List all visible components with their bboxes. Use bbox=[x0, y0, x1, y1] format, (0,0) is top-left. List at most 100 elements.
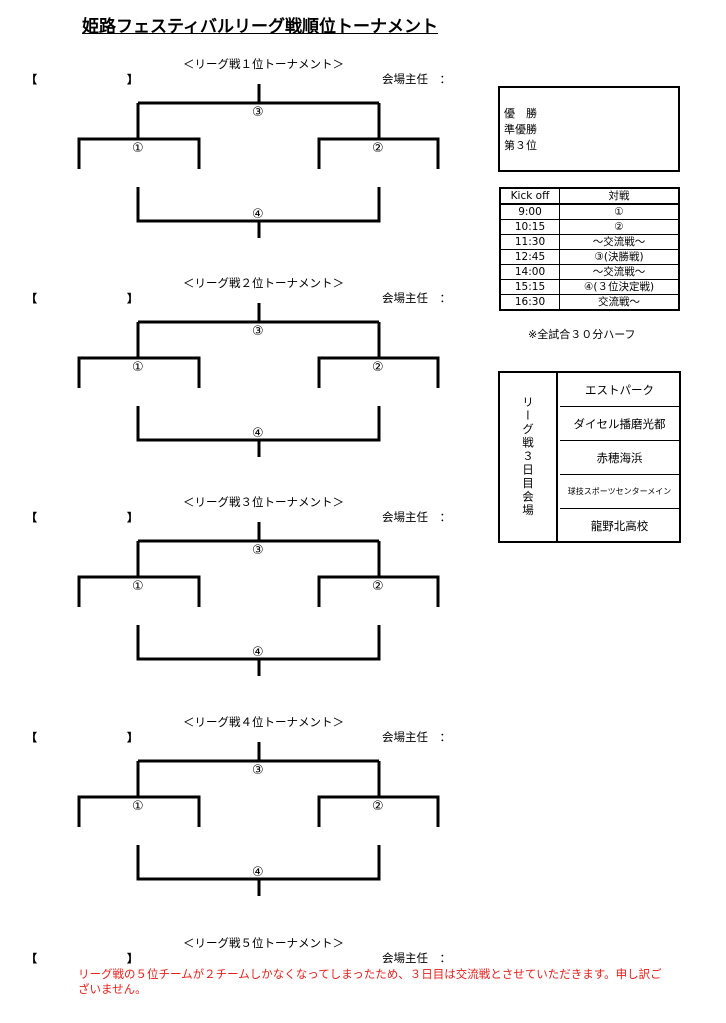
venue-item: 龍野北高校 bbox=[590, 519, 649, 533]
venue-table: リーグ戦３日目会場 エストパーク ダイセル播磨光都 赤穂海浜 球技スポーツセンタ… bbox=[498, 371, 681, 543]
bracket-lines bbox=[77, 303, 440, 457]
runner-up-label: 準優勝 bbox=[504, 123, 537, 136]
match-header: 対戦 bbox=[559, 187, 680, 205]
match-left-label: ① bbox=[132, 360, 144, 375]
kickoff-header: Kick off bbox=[499, 187, 560, 205]
match-right-label: ② bbox=[372, 579, 384, 594]
section-heading: ＜リーグ戦４位トーナメント＞ bbox=[183, 715, 344, 729]
bracket-left-line bbox=[77, 137, 201, 169]
bracket-lines bbox=[77, 84, 440, 238]
bracket-right-line bbox=[317, 795, 440, 827]
schedule-match: ④(３位決定戦) bbox=[559, 279, 680, 295]
section-heading: ＜リーグ戦３位トーナメント＞ bbox=[183, 495, 344, 509]
bracket-top-line bbox=[136, 303, 381, 358]
match-final-label: ③ bbox=[252, 763, 264, 778]
schedule-time: 14:00 bbox=[499, 264, 560, 280]
team-bracket-open: 【 bbox=[26, 73, 37, 86]
venue-supervisor-label: 会場主任 ： bbox=[382, 291, 451, 305]
bracket-top-line bbox=[136, 84, 381, 139]
schedule-time: 9:00 bbox=[499, 203, 560, 220]
tournament-bracket: ③ ① ② ④ bbox=[0, 742, 520, 902]
match-third-label: ④ bbox=[252, 865, 264, 880]
team-bracket-close: 】 bbox=[127, 292, 138, 305]
results-box: 優 勝 準優勝 第３位 bbox=[498, 86, 680, 172]
venue-supervisor-label: 会場主任 ： bbox=[382, 951, 451, 965]
venue-supervisor-label: 会場主任 ： bbox=[382, 72, 451, 86]
match-final-label: ③ bbox=[252, 324, 264, 339]
match-third-label: ④ bbox=[252, 207, 264, 222]
schedule-time: 11:30 bbox=[499, 234, 560, 250]
match-final-label: ③ bbox=[252, 543, 264, 558]
bracket-left-line bbox=[77, 575, 201, 607]
section-heading: ＜リーグ戦１位トーナメント＞ bbox=[183, 57, 344, 71]
schedule-match: ～交流戦～ bbox=[559, 264, 680, 280]
schedule-row: 14:00～交流戦～ bbox=[499, 264, 680, 280]
tournament-bracket: ③ ① ② ④ bbox=[0, 84, 520, 244]
match-right-label: ② bbox=[372, 360, 384, 375]
venue-list: エストパーク ダイセル播磨光都 赤穂海浜 球技スポーツセンターメイン 龍野北高校 bbox=[560, 373, 679, 541]
venue-item: ダイセル播磨光都 bbox=[560, 407, 679, 441]
bracket-third-line bbox=[136, 845, 381, 896]
match-final-label: ③ bbox=[252, 105, 264, 120]
third-place-label: 第３位 bbox=[504, 139, 537, 152]
schedule-note: ※全試合３０分ハーフ bbox=[528, 328, 636, 341]
section-heading: ＜リーグ戦２位トーナメント＞ bbox=[183, 276, 344, 290]
tournament-bracket: ③ ① ② ④ bbox=[0, 303, 520, 463]
team-bracket-close: 】 bbox=[127, 731, 138, 744]
schedule-match: ～交流戦～ bbox=[559, 234, 680, 250]
schedule-time: 12:45 bbox=[499, 249, 560, 265]
bracket-left-line bbox=[77, 795, 201, 827]
venue-item: 球技スポーツセンターメイン bbox=[560, 475, 679, 509]
match-right-label: ② bbox=[372, 141, 384, 156]
match-left-label: ① bbox=[132, 799, 144, 814]
bracket-top-line bbox=[136, 522, 381, 577]
match-left-label: ① bbox=[132, 141, 144, 156]
bracket-third-line bbox=[136, 625, 381, 676]
schedule-time: 15:15 bbox=[499, 279, 560, 295]
schedule-match: 交流戦～ bbox=[559, 294, 680, 311]
match-third-label: ④ bbox=[252, 645, 264, 660]
bracket-lines bbox=[77, 522, 440, 676]
bracket-lines bbox=[77, 742, 440, 896]
match-left-label: ① bbox=[132, 579, 144, 594]
schedule-match: ① bbox=[559, 203, 680, 220]
venue-supervisor-label: 会場主任 ： bbox=[382, 730, 451, 744]
section-heading: ＜リーグ戦５位トーナメント＞ bbox=[183, 936, 344, 950]
bracket-third-line bbox=[136, 187, 381, 238]
venue-label-text: リーグ戦３日目会場 bbox=[521, 396, 535, 518]
team-bracket-open: 【 bbox=[26, 292, 37, 305]
schedule-time: 16:30 bbox=[499, 294, 560, 311]
venue-vertical-label: リーグ戦３日目会場 bbox=[500, 373, 558, 541]
bracket-right-line bbox=[317, 575, 440, 607]
tournament-bracket: ③ ① ② ④ bbox=[0, 522, 520, 682]
match-third-label: ④ bbox=[252, 426, 264, 441]
bracket-top-line bbox=[136, 742, 381, 797]
schedule-row: 11:30～交流戦～ bbox=[499, 234, 680, 250]
bracket-left-line bbox=[77, 356, 201, 388]
team-bracket-open: 【 bbox=[26, 731, 37, 744]
team-bracket-close: 】 bbox=[127, 952, 138, 965]
page-title: 姫路フェスティバルリーグ戦順位トーナメント bbox=[82, 17, 438, 37]
schedule-match: ② bbox=[559, 219, 680, 235]
team-bracket-open: 【 bbox=[26, 511, 37, 524]
venue-item: エストパーク bbox=[560, 373, 679, 407]
bracket-right-line bbox=[317, 137, 440, 169]
team-bracket-open: 【 bbox=[26, 952, 37, 965]
team-bracket-close: 】 bbox=[127, 73, 138, 86]
match-right-label: ② bbox=[372, 799, 384, 814]
venue-supervisor-label: 会場主任 ： bbox=[382, 510, 451, 524]
schedule-match: ③(決勝戦) bbox=[559, 249, 680, 265]
winner-label: 優 勝 bbox=[504, 107, 537, 120]
bracket-third-line bbox=[136, 406, 381, 457]
schedule-header-row: Kick off 対戦 bbox=[499, 187, 680, 205]
venue-item: 赤穂海浜 bbox=[560, 441, 679, 475]
bracket-right-line bbox=[317, 356, 440, 388]
footer-notice: リーグ戦の５位チームが２チームしかなくなってしまったため、３日目は交流戦とさせて… bbox=[78, 967, 662, 996]
team-bracket-close: 】 bbox=[127, 511, 138, 524]
